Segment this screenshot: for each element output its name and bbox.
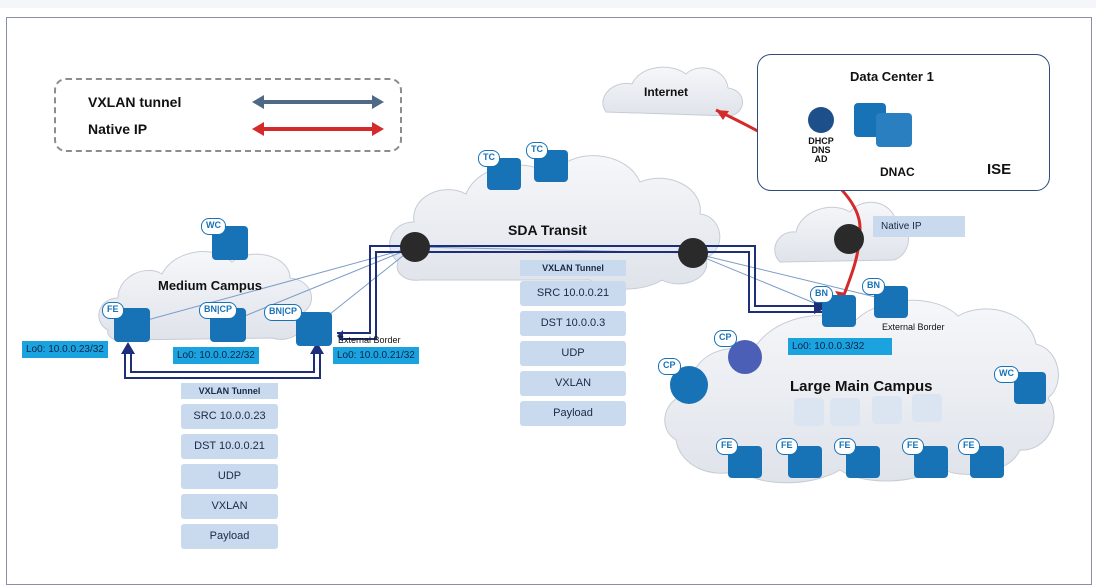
external-border-left-label: External Border	[338, 335, 401, 345]
legend-vxlan-label: VXLAN tunnel	[88, 94, 182, 110]
internet-label: Internet	[644, 85, 689, 99]
medium-vxlan-tunnel	[121, 342, 324, 379]
sda-transit-label: SDA Transit	[508, 222, 587, 238]
tag-fe-large-5: FE	[958, 438, 980, 455]
loopback-bncp-22: Lo0: 10.0.0.22/32	[173, 347, 259, 364]
medium-packet-stack: VXLAN Tunnel SRC 10.0.0.23 DST 10.0.0.21…	[181, 383, 278, 549]
tag-bn2: BN	[862, 278, 885, 295]
data-center-title: Data Center 1	[850, 69, 934, 84]
faded-node-1-icon	[794, 398, 824, 426]
faded-node-4-icon	[912, 394, 942, 422]
transit-router-right-icon	[678, 238, 708, 268]
transit-router-left-icon	[400, 232, 430, 262]
cp-large-1-icon	[728, 340, 762, 374]
tag-bncp1: BN|CP	[199, 302, 238, 319]
external-border-right-label: External Border	[882, 322, 945, 332]
wlc-large-icon	[1014, 372, 1046, 404]
diagram-frame	[6, 17, 1092, 585]
services-label: DHCP DNS AD	[808, 136, 834, 164]
loopback-bn-large: Lo0: 10.0.0.3/32	[788, 338, 892, 355]
native-router-icon	[834, 224, 864, 254]
large-campus-label: Large Main Campus	[790, 378, 933, 395]
legend-native-label: Native IP	[88, 121, 148, 137]
ise-label: ISE	[987, 161, 1012, 178]
medium-stack-row: DST 10.0.0.21	[181, 434, 278, 459]
transit-packet-stack: VXLAN Tunnel SRC 10.0.0.21 DST 10.0.0.3 …	[520, 260, 626, 426]
medium-stack-header: VXLAN Tunnel	[181, 383, 278, 399]
transit-stack-row: UDP	[520, 341, 626, 366]
tag-tc2: TC	[526, 142, 548, 159]
tag-bn1: BN	[810, 286, 833, 303]
data-center-box: Data Center 1 DHCP DNS AD DNAC ISE	[757, 54, 1050, 191]
tag-fe-large-2: FE	[776, 438, 798, 455]
tag-fe-large-1: FE	[716, 438, 738, 455]
medium-campus-cloud	[98, 251, 313, 341]
tag-fe-large-3: FE	[834, 438, 856, 455]
medium-stack-row: Payload	[181, 524, 278, 549]
bncp-21-icon	[296, 312, 332, 346]
tag-cp2: CP	[658, 358, 681, 375]
transit-stack-row: VXLAN	[520, 371, 626, 396]
transit-stack-header: VXLAN Tunnel	[520, 260, 626, 276]
transit-stack-row: DST 10.0.0.3	[520, 311, 626, 336]
sda-transit-cloud	[389, 155, 721, 290]
loopback-fe-medium: Lo0: 10.0.0.23/32	[22, 341, 108, 358]
dnac-icon-2	[876, 113, 912, 147]
faded-node-3-icon	[872, 396, 902, 424]
internet-cloud	[602, 66, 743, 117]
transit-vxlan-tunnel	[337, 245, 830, 342]
medium-stack-row: UDP	[181, 464, 278, 489]
faded-node-2-icon	[830, 398, 860, 426]
legend-box: VXLAN tunnel Native IP	[54, 78, 402, 152]
loopback-bncp-21: Lo0: 10.0.0.21/32	[333, 347, 419, 364]
tag-fe-large-4: FE	[902, 438, 924, 455]
tag-tc1: TC	[478, 150, 500, 167]
tag-wc-medium: WC	[201, 218, 226, 235]
tag-wc-large: WC	[994, 366, 1019, 383]
medium-campus-label: Medium Campus	[158, 278, 263, 293]
medium-stack-row: SRC 10.0.0.23	[181, 404, 278, 429]
tag-cp1: CP	[714, 330, 737, 347]
medium-stack-row: VXLAN	[181, 494, 278, 519]
tag-fe-medium: FE	[102, 302, 124, 319]
services-icon	[808, 107, 834, 133]
native-ip-box: Native IP	[873, 216, 965, 237]
tag-bncp2: BN|CP	[264, 304, 303, 321]
transit-stack-row: Payload	[520, 401, 626, 426]
dnac-label: DNAC	[880, 165, 915, 179]
transit-stack-row: SRC 10.0.0.21	[520, 281, 626, 306]
top-strip	[0, 0, 1096, 8]
